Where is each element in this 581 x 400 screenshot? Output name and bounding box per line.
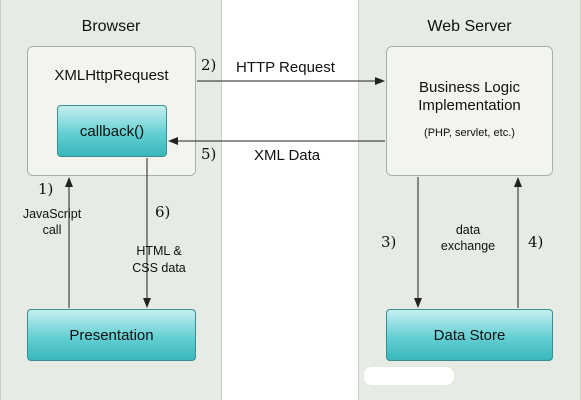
step-4-number: 4) [528,233,544,251]
presentation-label: Presentation [69,326,154,344]
step-5-number: 5) [201,145,217,163]
javascript-call-label-line2: call [42,223,62,237]
business-logic-line1: Business Logic [419,79,520,96]
business-logic-box: Business Logic Implementation (PHP, serv… [386,46,553,176]
http-request-label: HTTP Request [236,59,335,76]
step-1-number: 1) [38,180,54,198]
html-css-label-line2: CSS data [132,261,186,275]
web-server-title: Web Server [427,18,512,35]
html-css-label-line1: HTML & [136,244,182,258]
data-exchange-label-line2: exchange [440,239,496,253]
xmlhttprequest-label: XMLHttpRequest [54,67,169,84]
xml-data-label: XML Data [254,147,321,164]
data-store-label: Data Store [433,326,506,344]
presentation-box: Presentation [27,309,196,361]
step-2-number: 2) [201,56,217,74]
step-6-number: 6) [155,203,171,221]
browser-title: Browser [81,18,141,35]
white-smudge [364,367,454,385]
step-3-number: 3) [381,233,397,251]
data-exchange-label-line1: data [455,223,481,237]
data-store-box: Data Store [386,309,553,361]
callback-label: callback() [79,122,145,140]
business-logic-line2: Implementation [418,97,521,114]
callback-box: callback() [57,105,167,157]
javascript-call-label-line1: JavaScript [22,207,82,221]
business-logic-subtitle: (PHP, servlet, etc.) [424,127,515,139]
